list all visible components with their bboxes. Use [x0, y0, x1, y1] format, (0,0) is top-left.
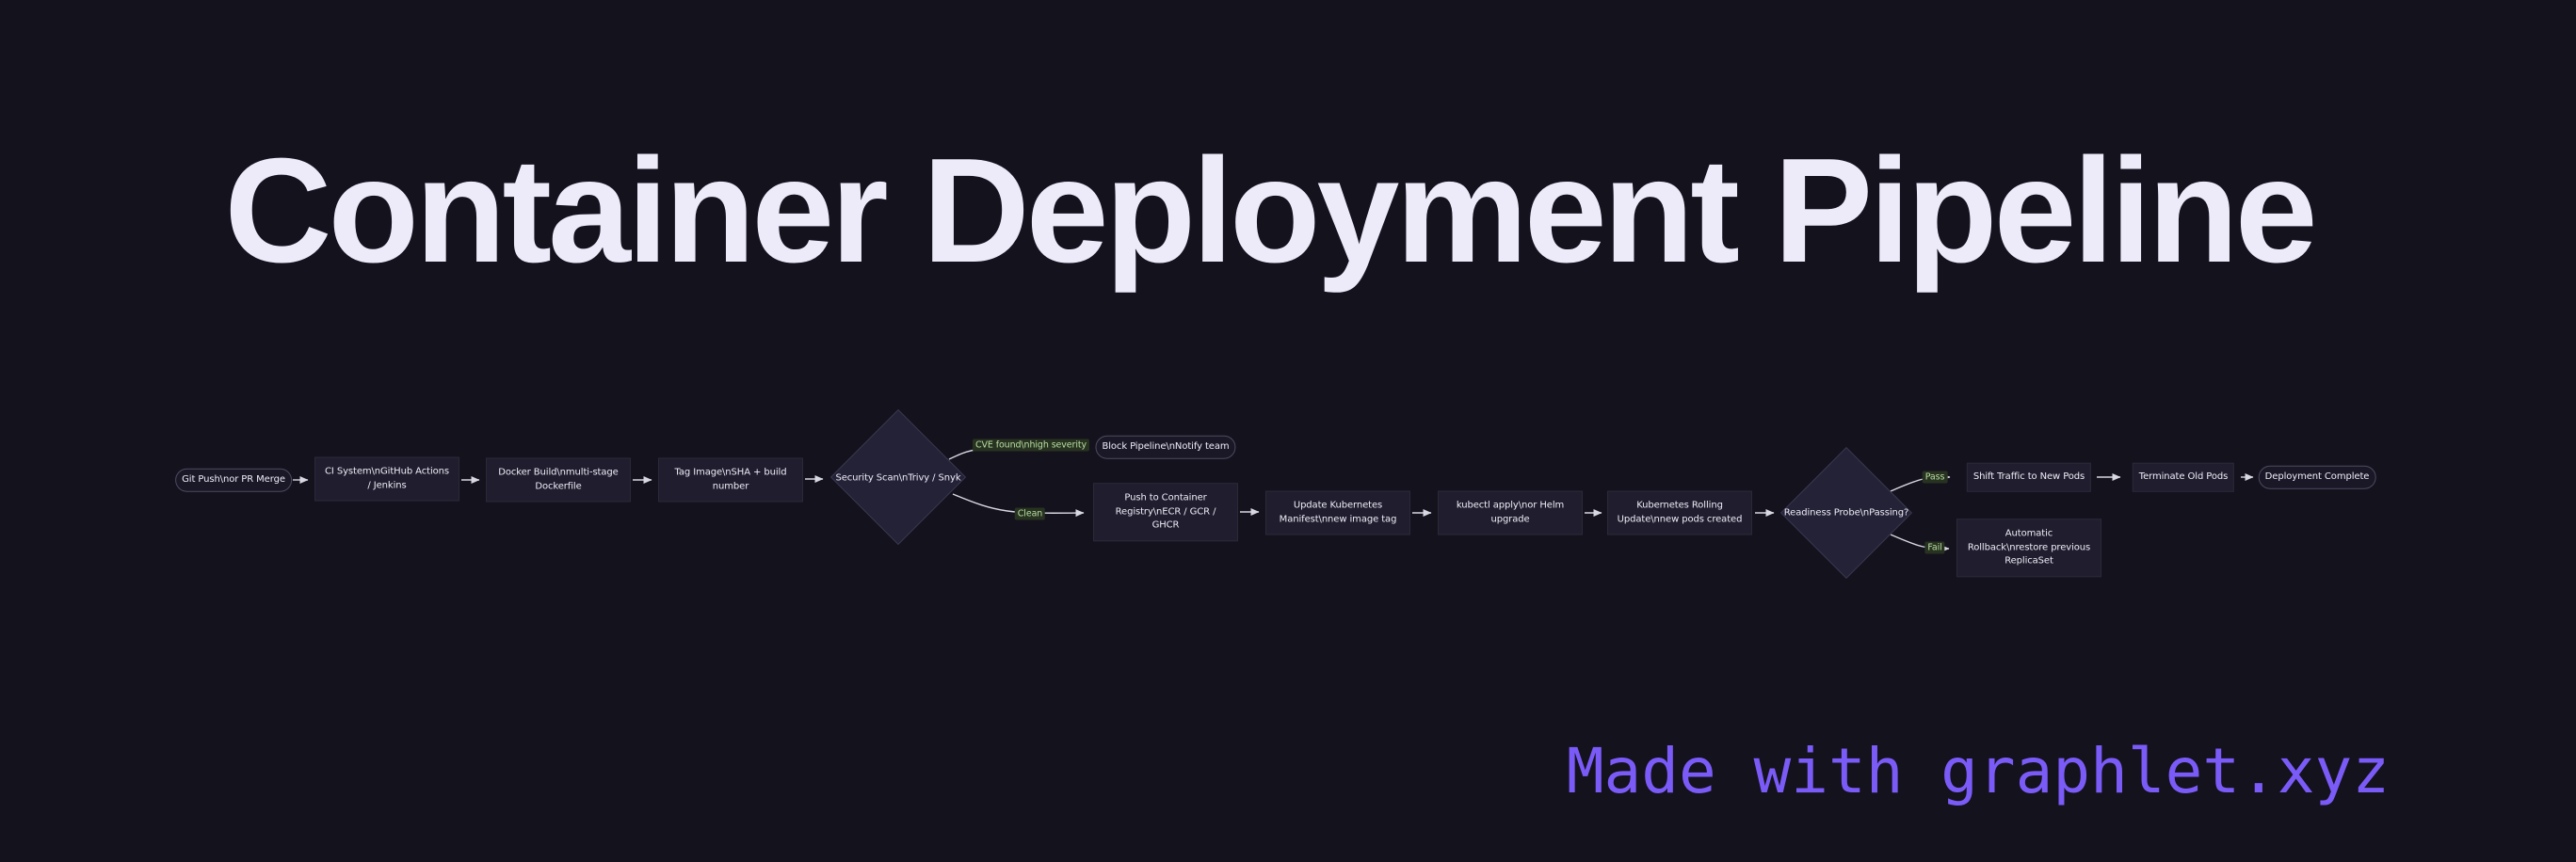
watermark-link[interactable]: Made with graphlet.xyz [1566, 735, 2390, 807]
node-push-registry: Push to Container Registry\nECR / GCR / … [1093, 483, 1238, 541]
edge-security-scan-to-push-registry [952, 493, 1085, 518]
node-update-manifest: Update Kubernetes Manifest\nnew image ta… [1265, 490, 1410, 535]
node-block-pipeline: Block Pipeline\nNotify team [1095, 435, 1236, 459]
node-ci-system: CI System\nGitHub Actions / Jenkins [314, 456, 459, 502]
node-terminate-old-pods: Terminate Old Pods [2132, 462, 2235, 492]
node-deployment-complete: Deployment Complete [2258, 465, 2376, 489]
node-shift-traffic: Shift Traffic to New Pods [1966, 462, 2092, 492]
node-auto-rollback: Automatic Rollback\nrestore previous Rep… [1956, 519, 2101, 577]
node-security-scan-label: Security Scan\nTrivy / Snyk [835, 472, 961, 484]
edge-label-pass: Pass [1922, 471, 1948, 484]
edge-label-fail: Fail [1924, 541, 1945, 554]
node-readiness-probe-label: Readiness Probe\nPassing? [1783, 507, 1909, 519]
node-kubectl-apply: kubectl apply\nor Helm upgrade [1438, 490, 1583, 535]
node-git-push: Git Push\nor PR Merge [175, 468, 292, 492]
node-rolling-update: Kubernetes Rolling Update\nnew pods crea… [1607, 490, 1752, 535]
node-tag-image: Tag Image\nSHA + build number [658, 457, 803, 503]
edge-label-clean: Clean [1014, 507, 1046, 520]
edge-label-cve-found: CVE found\nhigh severity [972, 439, 1090, 452]
page-title: Container Deployment Pipeline [224, 128, 2317, 294]
node-docker-build: Docker Build\nmulti-stage Dockerfile [486, 457, 631, 503]
